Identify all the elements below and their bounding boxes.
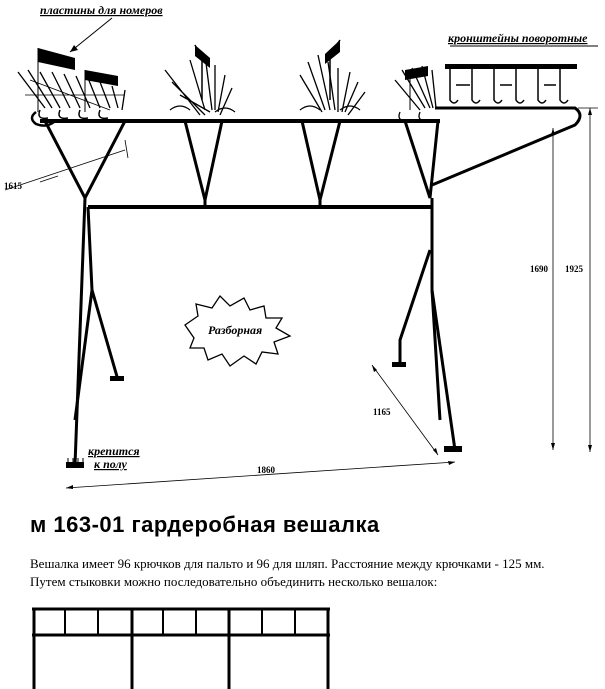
description-line-1: Вешалка имеет 96 крючков для пальто и 96…: [30, 556, 545, 571]
product-description: Вешалка имеет 96 крючков для пальто и 96…: [30, 555, 605, 591]
dim-1860: 1860: [257, 465, 276, 475]
hook-clusters: [17, 54, 437, 127]
number-plate-flags: [37, 39, 428, 112]
floor-anchor-icon: [67, 458, 84, 468]
dim-1860-line: [65, 461, 456, 489]
swivel-bracket-hooks: [449, 69, 569, 104]
floor-mount-label-1: крепится: [88, 444, 140, 458]
left-v-support: [43, 120, 127, 202]
right-rear-foot: [392, 362, 406, 367]
number-plates-label: пластины для номеров: [40, 3, 163, 17]
number-plates-leader: [69, 17, 113, 53]
description-line-2: Путем стыковки можно последовательно объ…: [30, 574, 438, 589]
swivel-brackets-label: кронштейны поворотные: [448, 31, 588, 45]
dim-1165-line: [371, 364, 439, 456]
hanger-drawing: пластины для номеров кронштейны поворотн…: [4, 3, 598, 489]
floor-mount-label-2: к полу: [94, 457, 127, 471]
number-plates-arrow: [70, 45, 78, 52]
dim-1690: 1690: [530, 264, 549, 274]
right-v-support: [403, 120, 440, 199]
mid-right-v-support: [300, 120, 342, 201]
collapsible-badge: [184, 294, 292, 367]
dim-1615-line: [4, 149, 126, 191]
swivel-bracket-arm: [431, 106, 582, 187]
dim-1615: 1615: [4, 181, 23, 191]
right-rear-leg: [398, 249, 432, 365]
product-title: м 163-01 гардеробная вешалка: [30, 512, 380, 537]
right-front-foot: [444, 446, 462, 452]
dim-1925: 1925: [565, 264, 584, 274]
dim-1165: 1165: [373, 407, 391, 417]
left-front-leg: [73, 197, 87, 466]
combined-hangers-schematic: [32, 607, 330, 689]
mid-left-v-support: [183, 120, 224, 201]
left-rear-foot: [110, 376, 124, 381]
collapsible-label: Разборная: [208, 323, 262, 337]
left-front-foot: [66, 462, 84, 468]
swivel-bracket-plate: [445, 64, 577, 69]
